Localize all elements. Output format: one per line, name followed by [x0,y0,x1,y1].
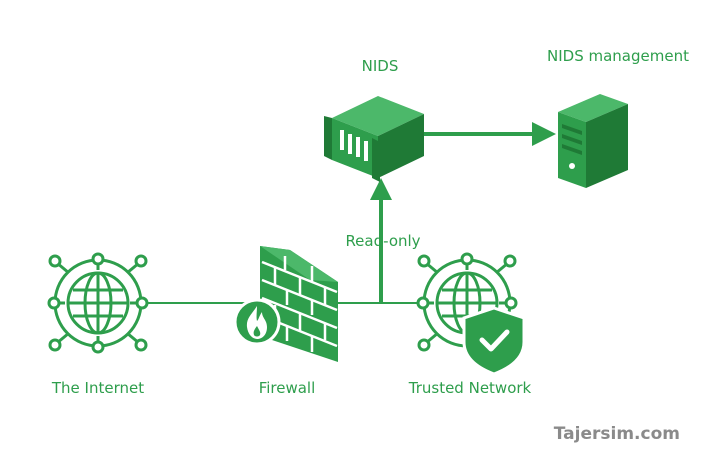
internet-node-dots [47,252,149,354]
firewall-label: Firewall [258,379,316,397]
shield-check-icon [462,306,526,376]
trusted-node-dots [416,252,518,352]
management-arrowhead [532,122,556,146]
watermark: Tajersim.com [553,424,680,444]
nids-management-label: NIDS management [547,47,689,65]
server-rack-icon [324,96,424,182]
server-tower-icon [558,94,628,188]
read-only-arrowhead [370,178,392,200]
fire-icon [233,298,281,346]
internet-label: The Internet [51,379,145,397]
trusted-network-label: Trusted Network [408,379,532,397]
nids-label: NIDS [361,57,399,75]
internet-globe-icon [53,258,143,348]
read-only-label: Read-only [345,232,421,250]
